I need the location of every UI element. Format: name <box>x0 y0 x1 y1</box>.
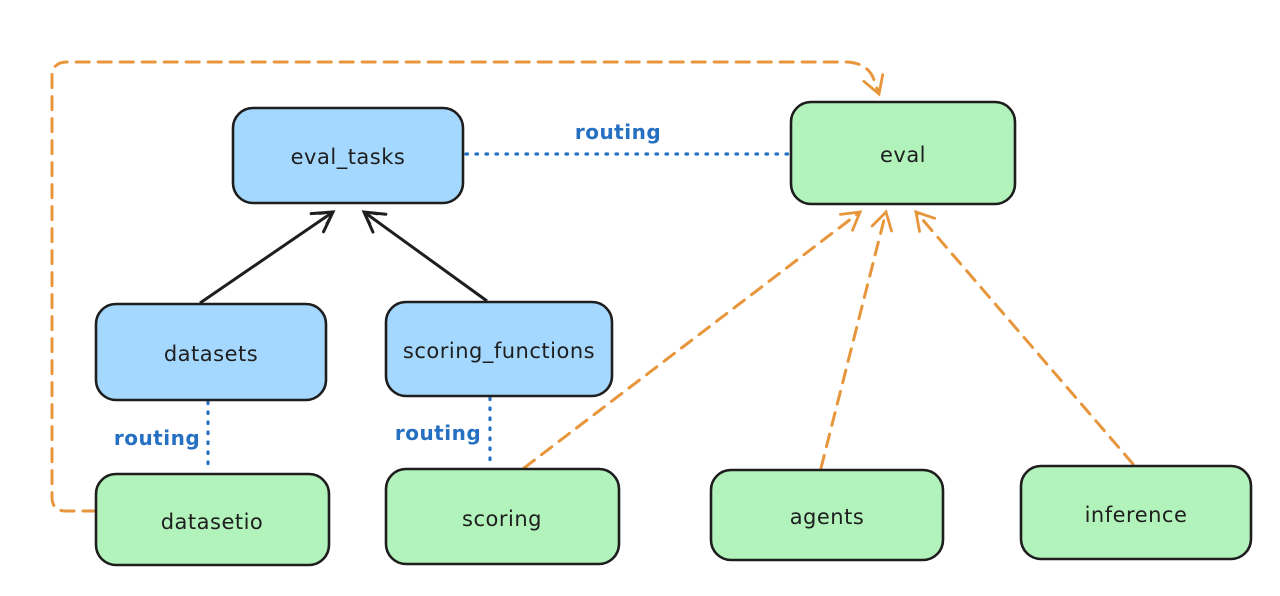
node-inference: inference <box>1019 464 1253 561</box>
node-inference-label: inference <box>1085 503 1188 527</box>
edge-datasets-to-eval-tasks <box>199 210 336 305</box>
edge-scoring-to-eval <box>522 210 863 470</box>
node-datasets: datasets <box>94 302 328 402</box>
routing-label-datasetio: routing <box>114 426 200 450</box>
node-datasets-label: datasets <box>164 342 258 366</box>
node-scoring-functions-box <box>384 300 614 398</box>
node-scoring-functions: scoring_functions <box>384 300 614 398</box>
node-scoring-box <box>384 467 621 566</box>
node-eval-tasks-box <box>231 106 465 205</box>
edge-inference-to-eval <box>914 209 1135 466</box>
node-datasets-box <box>94 302 328 402</box>
node-eval: eval <box>789 100 1017 206</box>
node-datasetio: datasetio <box>94 472 331 567</box>
node-scoring-label: scoring <box>462 507 542 531</box>
node-eval-box <box>789 100 1017 206</box>
edge-datasetio-to-eval <box>50 60 885 513</box>
node-eval-label: eval <box>880 143 926 167</box>
node-agents-label: agents <box>790 505 865 529</box>
node-datasetio-label: datasetio <box>161 510 264 534</box>
edge-agents-to-eval <box>819 209 893 470</box>
node-agents: agents <box>709 468 945 562</box>
node-agents-box <box>709 468 945 562</box>
node-eval-tasks: eval_tasks <box>231 106 465 205</box>
node-datasetio-box <box>94 472 331 567</box>
edge-scoring-functions-to-eval-tasks <box>361 210 488 303</box>
routing-label-scoring: routing <box>395 421 481 445</box>
node-scoring: scoring <box>384 467 621 566</box>
node-eval-tasks-label: eval_tasks <box>291 145 406 170</box>
node-scoring-functions-label: scoring_functions <box>403 339 595 364</box>
node-inference-box <box>1019 464 1253 561</box>
routing-label-top: routing <box>575 120 661 144</box>
